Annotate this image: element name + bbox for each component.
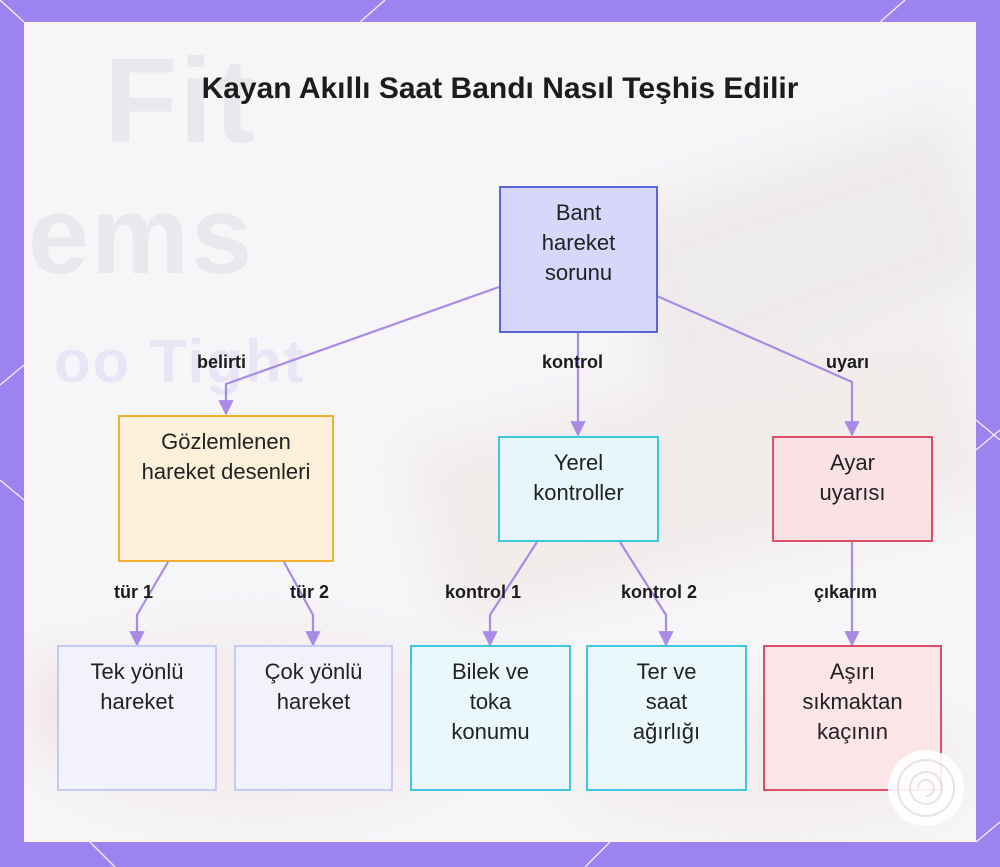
edge-tur2 bbox=[283, 561, 321, 647]
node-one-way-label: Tek yönlü hareket bbox=[90, 659, 184, 714]
node-wrist-label: Bilek ve toka konumu bbox=[451, 659, 530, 744]
watermark-seal bbox=[888, 750, 964, 826]
seal-icon bbox=[897, 759, 955, 817]
node-root: Bant hareket sorunu bbox=[499, 186, 658, 333]
edge-kontrol1 bbox=[482, 541, 538, 647]
node-sweat-label: Ter ve saat ağırlığı bbox=[632, 659, 701, 744]
node-observed-label: Gözlemlenen hareket desenleri bbox=[141, 429, 311, 484]
node-warning: Ayar uyarısı bbox=[772, 436, 933, 542]
node-one-way: Tek yönlü hareket bbox=[57, 645, 217, 791]
edge-label-kontrol2: kontrol 2 bbox=[621, 582, 698, 602]
edge-label-tur2: tür 2 bbox=[290, 582, 330, 602]
node-root-label: Bant hareket sorunu bbox=[541, 200, 616, 285]
edge-label-belirti: belirti bbox=[197, 352, 247, 372]
background-text-3: oo Tight bbox=[54, 328, 306, 395]
edge-label-cikarim: çıkarım bbox=[814, 582, 878, 602]
node-local-label: Yerel kontroller bbox=[533, 450, 624, 505]
node-sweat: Ter ve saat ağırlığı bbox=[586, 645, 747, 791]
node-multi-way-label: Çok yönlü hareket bbox=[264, 659, 363, 714]
edge-tur1 bbox=[129, 561, 169, 647]
edge-label-kontrol: kontrol bbox=[542, 352, 603, 372]
node-warning-label: Ayar uyarısı bbox=[819, 450, 886, 505]
node-local: Yerel kontroller bbox=[498, 436, 659, 542]
edge-belirti bbox=[218, 285, 500, 416]
edge-kontrol2 bbox=[619, 541, 674, 647]
edge-uyari bbox=[656, 294, 860, 437]
edge-label-kontrol1: kontrol 1 bbox=[445, 582, 522, 602]
node-avoid-label: Aşırı sıkmaktan kaçının bbox=[802, 659, 903, 744]
background-text-2: ems bbox=[28, 174, 255, 297]
diagram-title: Kayan Akıllı Saat Bandı Nasıl Teşhis Edi… bbox=[201, 72, 799, 105]
node-multi-way: Çok yönlü hareket bbox=[234, 645, 393, 791]
edge-label-tur1: tür 1 bbox=[114, 582, 154, 602]
node-observed: Gözlemlenen hareket desenleri bbox=[118, 415, 334, 562]
edge-label-uyari: uyarı bbox=[826, 352, 870, 372]
background-text-1: Fit bbox=[104, 34, 257, 168]
node-wrist: Bilek ve toka konumu bbox=[410, 645, 571, 791]
